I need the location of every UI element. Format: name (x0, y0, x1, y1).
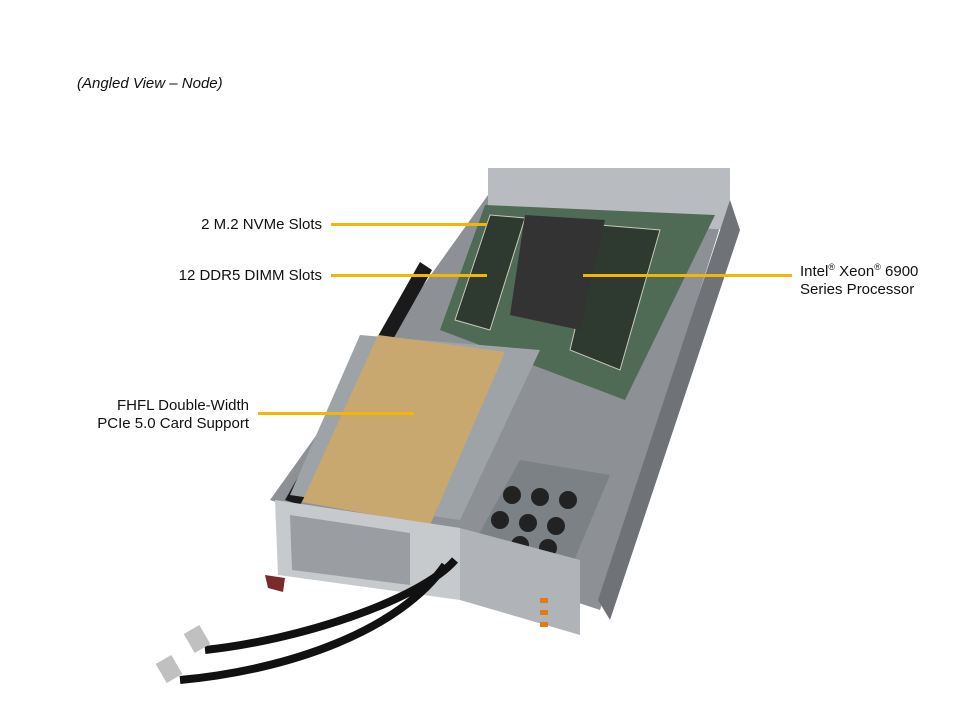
callout-nvme-line (331, 223, 487, 226)
cpu-model: 6900 (880, 263, 919, 280)
callout-cpu-line2: Series Processor (800, 281, 915, 298)
callout-cpu-line (583, 274, 792, 277)
callout-nvme-label: 2 M.2 NVMe Slots (201, 216, 322, 233)
cpu-brand: Intel (800, 263, 829, 280)
view-caption: (Angled View – Node) (77, 75, 223, 92)
callout-cpu-label: Intel® Xeon® 6900 Series Processor (800, 258, 918, 299)
registered-mark: ® (874, 262, 881, 272)
callout-dimm-line (331, 274, 487, 277)
callout-pcie-line (258, 412, 414, 415)
callout-pcie-line1: FHFL Double-Width (117, 397, 249, 414)
callout-cpu-line1: Intel® Xeon® 6900 (800, 258, 918, 281)
cpu-family: Xeon (835, 263, 875, 280)
callout-pcie-label: FHFL Double-Width PCIe 5.0 Card Support (97, 397, 249, 433)
callout-pcie-line2: PCIe 5.0 Card Support (97, 415, 249, 432)
registered-mark: ® (828, 262, 835, 272)
callout-dimm-label: 12 DDR5 DIMM Slots (178, 267, 322, 284)
